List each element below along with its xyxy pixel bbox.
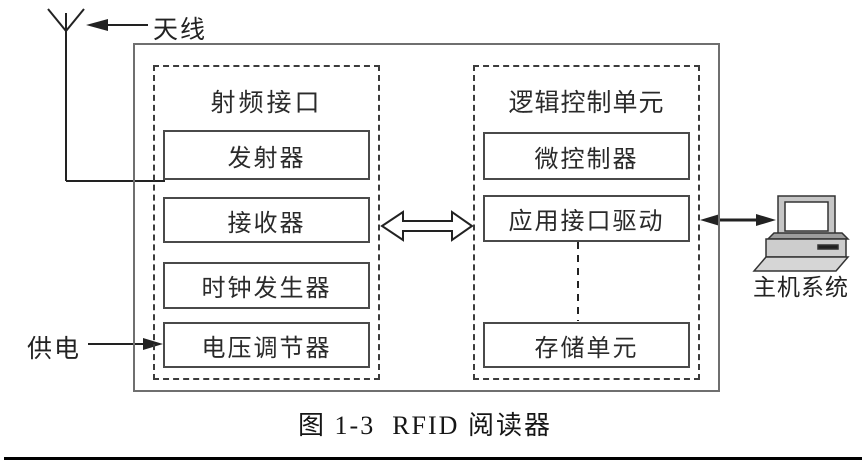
antenna-label: 天线 [153, 17, 208, 44]
reader-outer-frame [133, 43, 720, 392]
logic-control-title: 逻辑控制单元 [508, 90, 665, 117]
antenna-pointer-arrow [86, 19, 148, 31]
block-microcontroller: 微控制器 [483, 132, 690, 180]
block-app-interface-driver: 应用接口驱动 [483, 195, 690, 242]
block-storage-unit: 存储单元 [483, 322, 690, 368]
block-receiver: 接收器 [163, 197, 370, 243]
power-label: 供电 [27, 336, 82, 363]
logic-control-section [473, 65, 700, 380]
page-divider-rule [4, 457, 862, 460]
block-clock-generator: 时钟发生器 [163, 262, 370, 309]
figure-caption: 图 1-3 RFID 阅读器 [298, 411, 552, 440]
block-voltage-regulator: 电压调节器 [163, 322, 370, 368]
block-transmitter: 发射器 [163, 130, 370, 180]
desktop-computer-icon [752, 195, 850, 272]
rf-interface-title: 射频接口 [210, 90, 323, 117]
host-system-label: 主机系统 [753, 275, 849, 300]
rf-interface-section [153, 65, 380, 380]
